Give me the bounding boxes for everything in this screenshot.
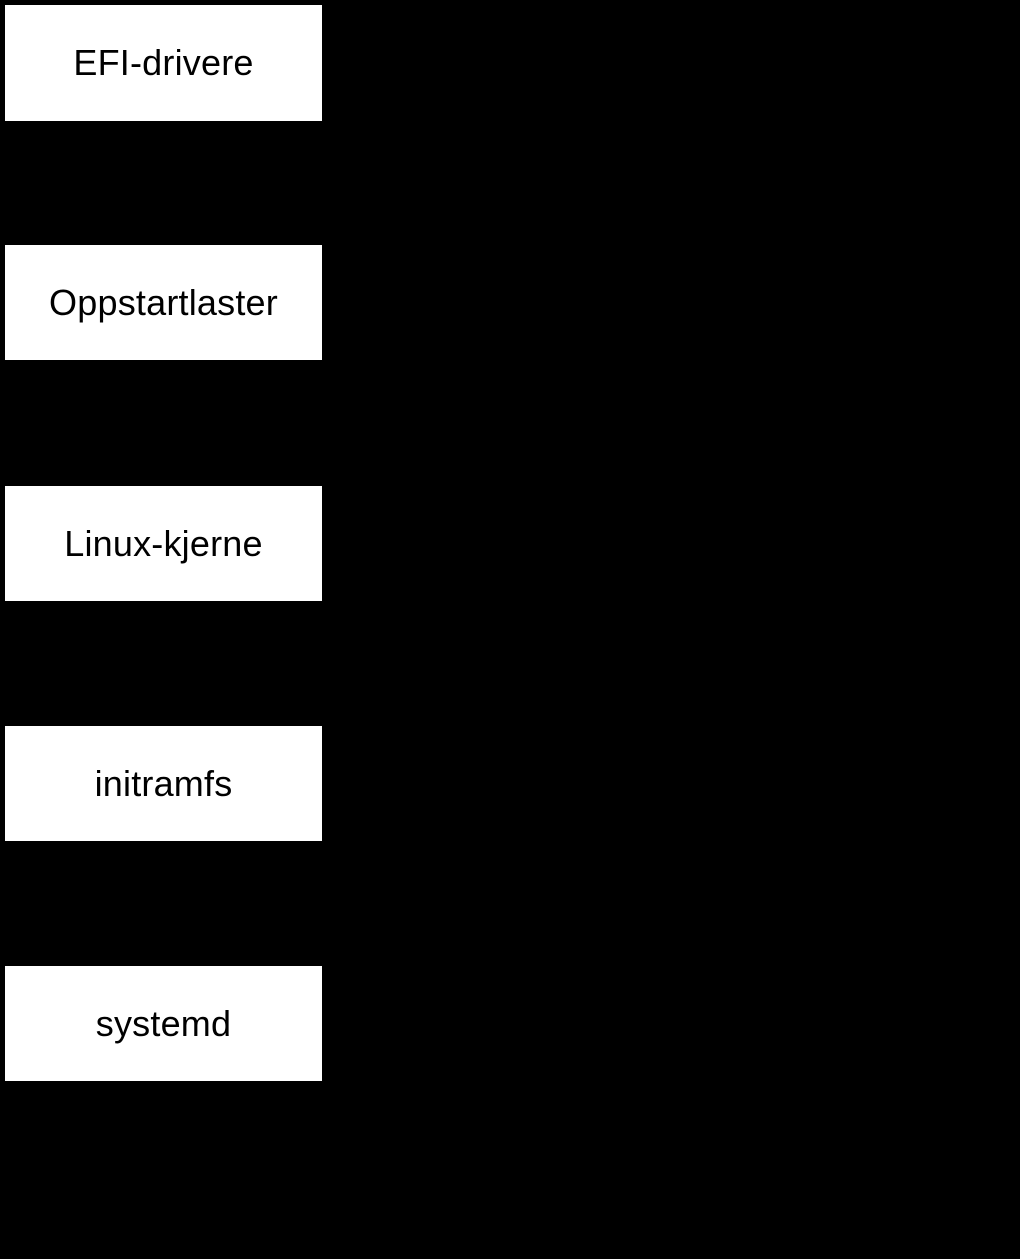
node-linux-kjerne: Linux-kjerne — [5, 486, 322, 601]
node-efi-drivere-label: EFI-drivere — [73, 42, 254, 83]
node-systemd-label: systemd — [95, 1002, 232, 1044]
node-linux-kjerne-label: Linux-kjerne — [64, 522, 263, 564]
node-systemd: systemd — [5, 966, 322, 1081]
node-oppstartlaster-label: Oppstartlaster — [49, 281, 278, 323]
node-initramfs: initramfs — [5, 726, 322, 841]
node-efi-drivere: EFI-drivere — [5, 5, 322, 121]
node-oppstartlaster: Oppstartlaster — [5, 245, 322, 360]
node-initramfs-label: initramfs — [94, 762, 233, 804]
